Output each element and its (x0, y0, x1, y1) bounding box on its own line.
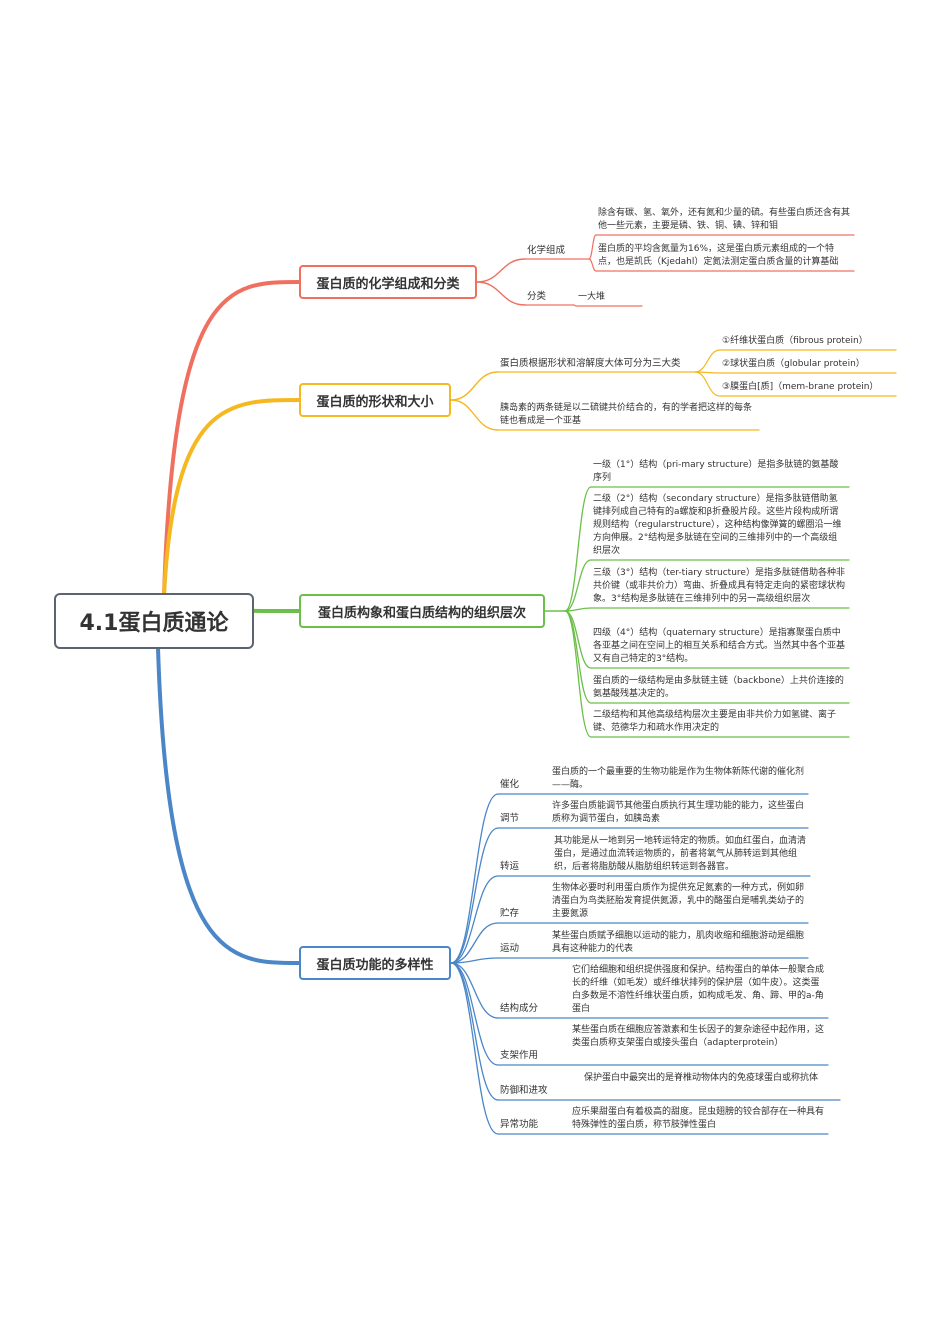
subtopic-unusual-function[interactable]: 异常功能 (500, 1119, 539, 1130)
link-m3-s3 (450, 922, 499, 964)
leaf-membrane-protein[interactable]: ③膜蛋白[质]（mem-brane protein） (722, 382, 879, 392)
link-s0-0-l1 (588, 258, 597, 272)
root-link-3 (156, 646, 301, 965)
leaf-secondary-structure[interactable]: 二级（2°）结构（secondary structure）是指多肽链借助氢键排列… (593, 494, 842, 556)
subtopic-storage[interactable]: 贮存 (500, 908, 520, 919)
subtopic-chemical-composition[interactable]: 化学组成 (527, 245, 566, 256)
leaf-scaffold[interactable]: 某些蛋白质在细胞应答激素和生长因子的复杂途径中起作用，这类蛋白质称支架蛋白或接头… (572, 1025, 825, 1048)
leaf-fibrous-protein[interactable]: ①纤维状蛋白质（fibrous protein） (722, 336, 868, 346)
leaf-nitrogen-content[interactable]: 蛋白质的平均含氮量为16%，这是蛋白质元素组成的一个特点，也是凯氏（Kjedah… (598, 244, 839, 267)
subtopic-classification[interactable]: 分类 (527, 291, 547, 302)
subtopic-transport[interactable]: 转运 (500, 861, 520, 872)
subtopic-motion[interactable]: 运动 (500, 943, 520, 954)
root-link-0 (162, 280, 301, 598)
leaf-globular-protein[interactable]: ②球状蛋白质（globular protein） (722, 359, 865, 369)
leaf-quaternary-structure[interactable]: 四级（4°）结构（quaternary structure）是指寡聚蛋白质中各亚… (593, 628, 846, 664)
link-s1-0-l2 (694, 371, 721, 397)
main-topic-structure-levels[interactable]: 蛋白质构象和蛋白质结构的组织层次 (299, 594, 545, 628)
leaf-catalysis[interactable]: 蛋白质的一个最重要的生物功能是作为生物体新陈代谢的催化剂——酶。 (552, 767, 805, 790)
link-m3-s4 (450, 957, 499, 964)
leaf-regulation[interactable]: 许多蛋白质能调节其他蛋白质执行其生理功能的能力，这些蛋白质称为调节蛋白，如胰岛素 (552, 801, 805, 824)
link-m0-s0-1 (476, 281, 526, 306)
leaf-classification-note[interactable]: 一大堆 (578, 292, 606, 302)
link-m2-l1 (564, 559, 592, 612)
link-m0-s0-0 (476, 258, 526, 283)
root-link-1 (162, 398, 301, 598)
leaf-tertiary-structure[interactable]: 三级（3°）结构（ter-tiary structure）是指多肽链借助各种非共… (593, 568, 846, 604)
link-m3-s0 (450, 793, 499, 964)
leaf-structural-component[interactable]: 它们给细胞和组织提供强度和保护。结构蛋白的单体一般聚合成长的纤维（如毛发）或纤维… (572, 965, 825, 1014)
subtopic-insulin-subunit[interactable]: 胰岛素的两条链是以二硫键共价结合的，有的学者把这样的每条链也看成是一个亚基 (500, 403, 753, 426)
link-m2-l4 (564, 610, 592, 704)
subtopic-regulation[interactable]: 调节 (500, 813, 520, 824)
link-m2-l5 (564, 610, 592, 738)
subtopic-defense[interactable]: 防御和进攻 (500, 1085, 548, 1096)
link-s1-0-l0 (694, 349, 721, 373)
main-topic-shape-size[interactable]: 蛋白质的形状和大小 (299, 383, 451, 417)
subtopic-catalysis[interactable]: 催化 (500, 779, 520, 790)
link-m3-s5 (450, 962, 499, 1019)
subtopic-structural-component[interactable]: 结构成分 (500, 1003, 539, 1014)
link-m3-s8 (450, 962, 499, 1135)
link-m3-s2 (450, 875, 499, 964)
link-m3-s7 (450, 962, 499, 1101)
link-m1-s1-0 (450, 371, 499, 401)
link-m3-s1 (450, 827, 499, 964)
leaf-motion[interactable]: 某些蛋白质赋予细胞以运动的能力，肌肉收缩和细胞游动是细胞具有这种能力的代表 (552, 931, 805, 954)
link-m2-l2 (564, 607, 592, 612)
link-m1-s1-1 (450, 399, 499, 431)
main-topic-composition[interactable]: 蛋白质的化学组成和分类 (299, 265, 477, 299)
leaf-elements[interactable]: 除含有碳、氢、氧外，还有氮和少量的硫。有些蛋白质还含有其他一些元素，主要是磷、铁… (598, 208, 851, 231)
leaf-unusual-function[interactable]: 应乐果甜蛋白有着极高的甜度。昆虫翅膀的铰合部存在一种具有特殊弹性的蛋白质，称节肢… (572, 1107, 825, 1130)
subtopic-three-classes[interactable]: 蛋白质根据形状和溶解度大体可分为三大类 (500, 358, 681, 369)
link-s0-1-l0 (573, 304, 577, 307)
leaf-defense[interactable]: 保护蛋白中最突出的是脊椎动物体内的免疫球蛋白或称抗体 (584, 1073, 819, 1083)
leaf-storage[interactable]: 生物体必要时利用蛋白质作为提供充足氮素的一种方式，例如卵清蛋白为鸟类胚胎发育提供… (552, 883, 805, 919)
subtopic-scaffold[interactable]: 支架作用 (500, 1050, 539, 1061)
root-topic[interactable]: 4.1蛋白质通论 (54, 593, 254, 649)
link-m2-l0 (564, 486, 592, 612)
leaf-higher-determinant[interactable]: 二级结构和其他高级结构层次主要是由非共价力如氢键、离子键、范德华力和疏水作用决定… (593, 710, 837, 733)
leaf-primary-structure[interactable]: 一级（1°）结构（pri-mary structure）是指多肽链的氨基酸序列 (593, 460, 839, 483)
leaf-transport[interactable]: 其功能是从一地到另一地转运特定的物质。如血红蛋白，血清清蛋白，是通过血流转运物质… (554, 836, 807, 872)
main-topic-functions[interactable]: 蛋白质功能的多样性 (299, 946, 451, 980)
link-s0-0-l0 (588, 234, 597, 260)
leaf-primary-determinant[interactable]: 蛋白质的一级结构是由多肽链主链（backbone）上共价连接的氨基酸残基决定的。 (593, 676, 844, 699)
